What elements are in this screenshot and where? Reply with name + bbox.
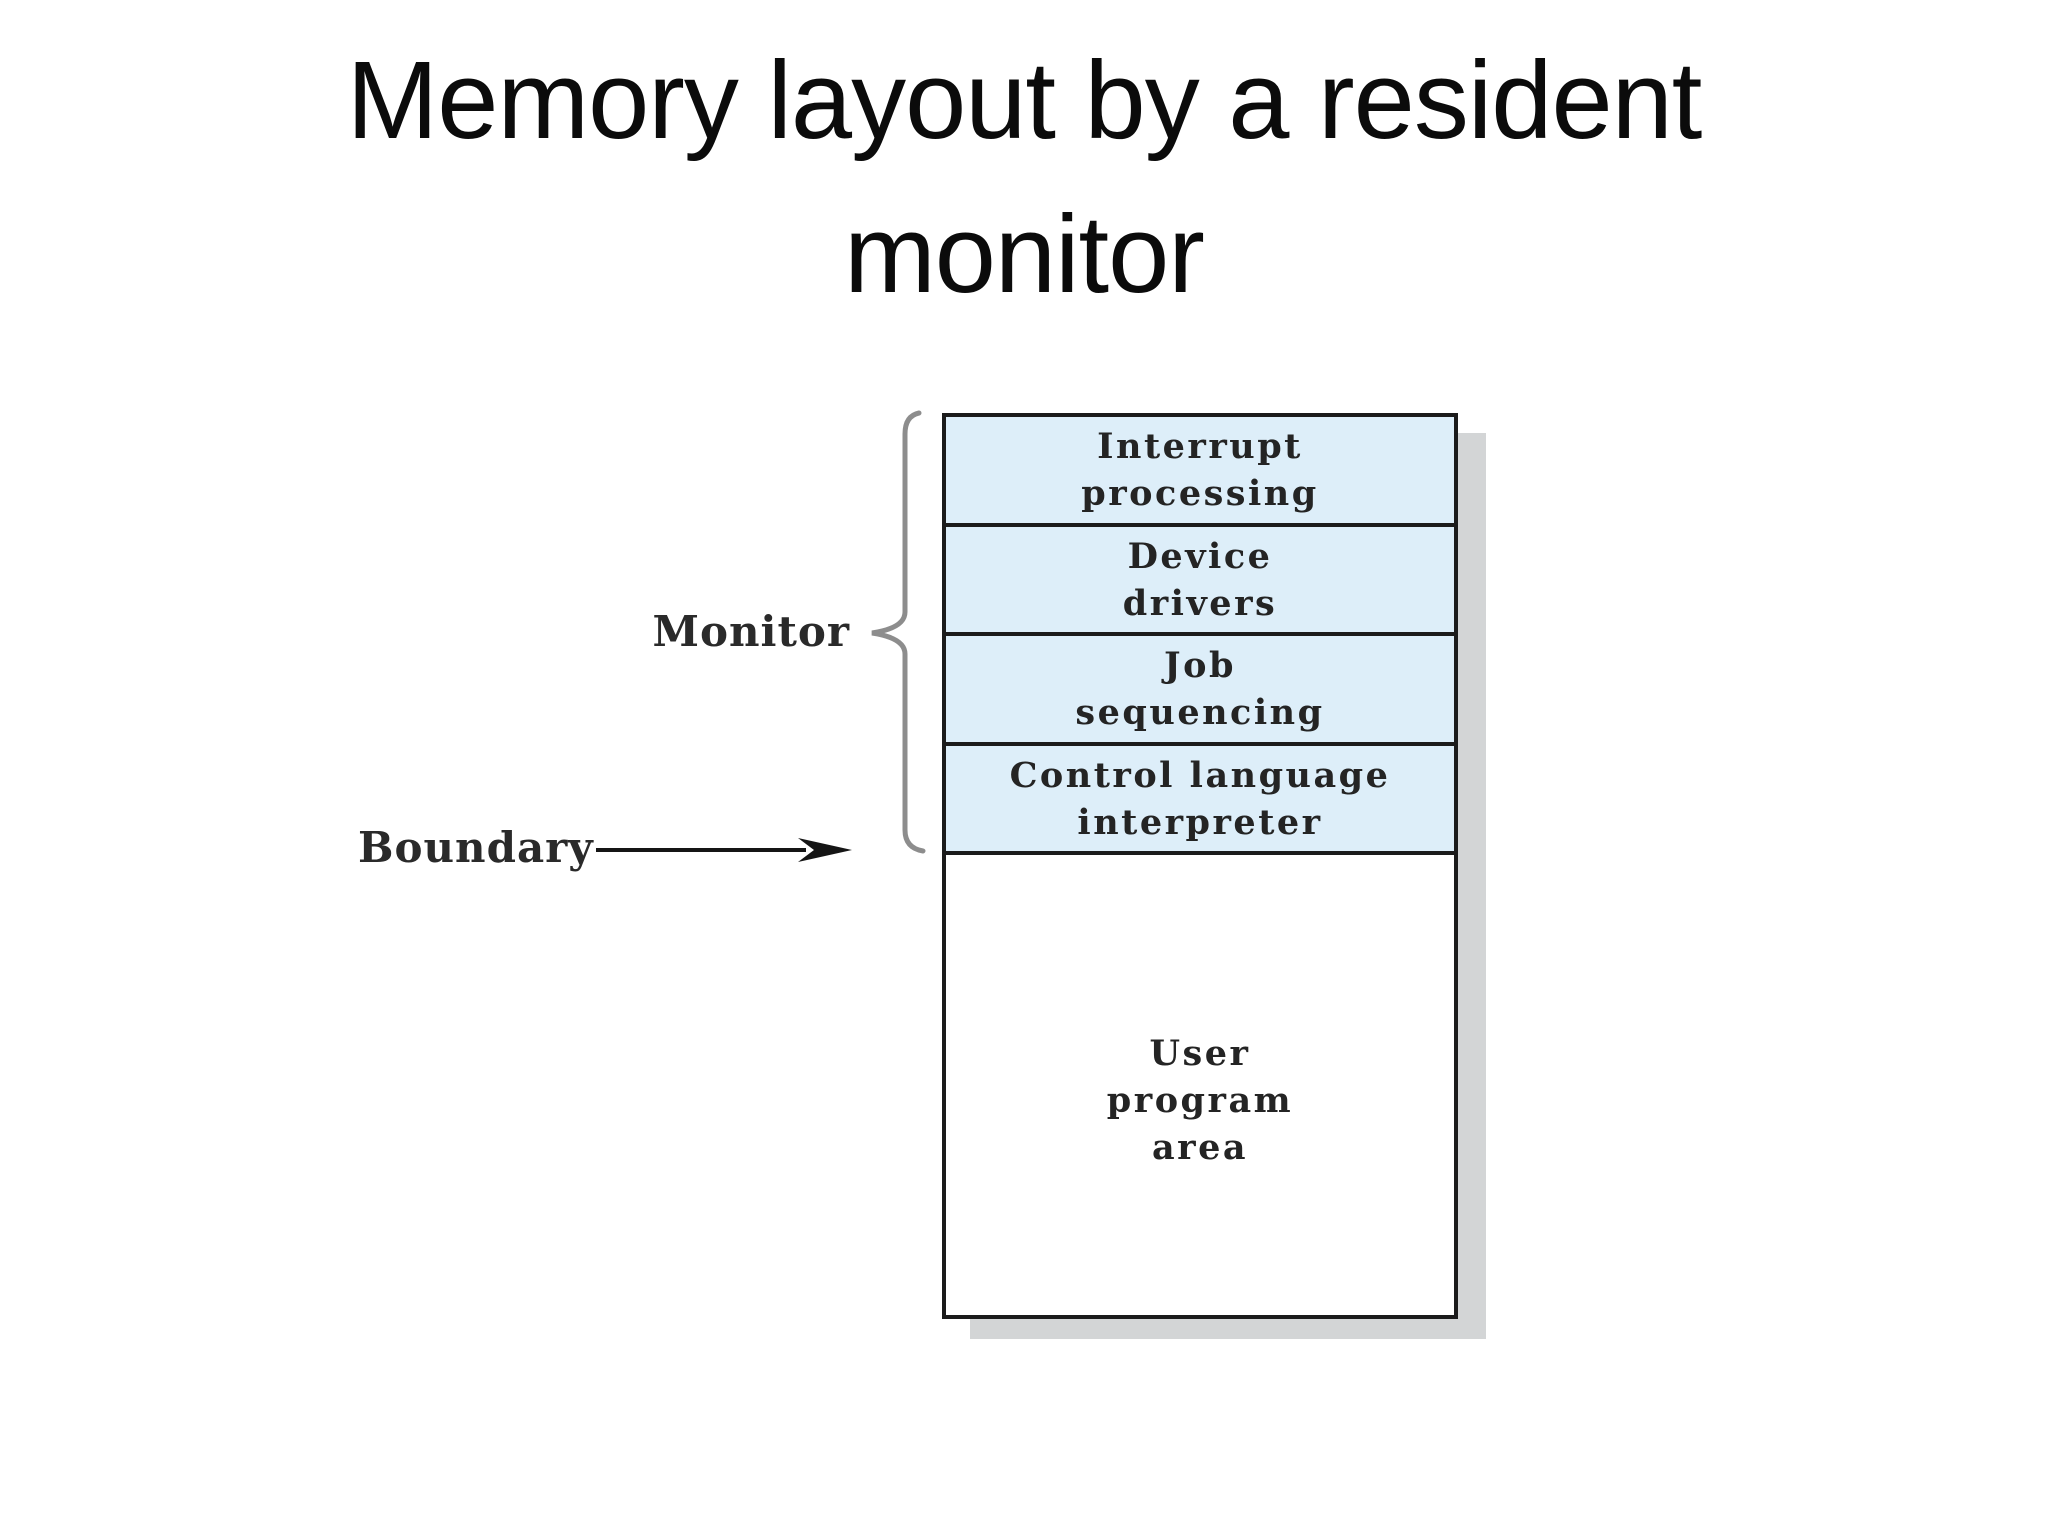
boundary-label: Boundary xyxy=(358,823,594,872)
memory-box: Interrupt processing Device drivers Job … xyxy=(942,413,1458,1319)
section-label: Device drivers xyxy=(1122,535,1278,624)
boundary-arrow-icon xyxy=(596,838,852,862)
monitor-brace-icon xyxy=(871,410,926,854)
section-user-program-area: User program area xyxy=(946,855,1454,1315)
section-label: User program area xyxy=(1106,1032,1294,1168)
page-title-line1: Memory layout by a resident xyxy=(346,39,1703,162)
page-title: Memory layout by a resident monitor xyxy=(0,24,2048,332)
section-control-language-interpreter: Control language interpreter xyxy=(946,746,1454,855)
page-title-line2: monitor xyxy=(844,193,1205,316)
section-label: Control language interpreter xyxy=(1009,754,1391,843)
monitor-label: Monitor xyxy=(652,607,850,656)
section-label: Interrupt processing xyxy=(1081,426,1319,514)
section-device-drivers: Device drivers xyxy=(946,527,1454,636)
section-label: Job sequencing xyxy=(1075,645,1325,733)
section-job-sequencing: Job sequencing xyxy=(946,636,1454,746)
section-interrupt-processing: Interrupt processing xyxy=(946,417,1454,527)
